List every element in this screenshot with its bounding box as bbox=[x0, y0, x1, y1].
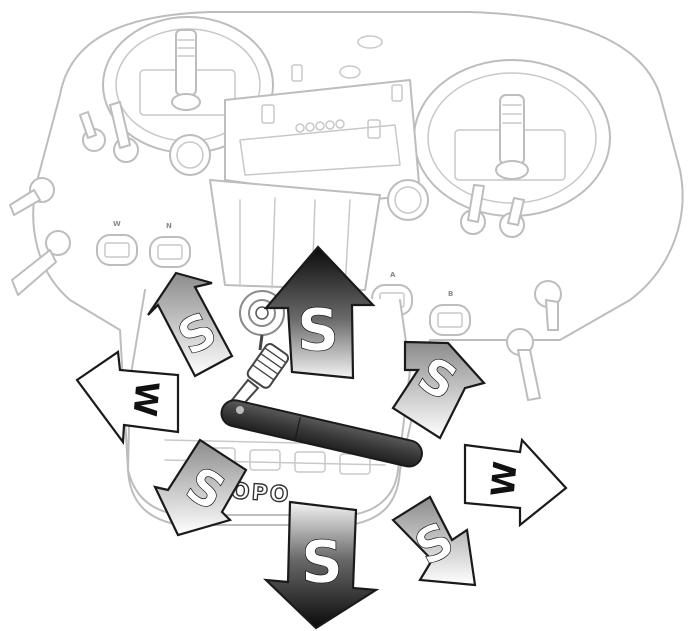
arrow-s-lower-right: S bbox=[391, 495, 477, 587]
arrow-s-up: S bbox=[263, 245, 376, 380]
arrow-w-left-letter: W bbox=[125, 380, 166, 418]
arrow-s-down-letter: S bbox=[301, 528, 343, 596]
antenna bbox=[220, 290, 423, 468]
switch-label-a: A bbox=[390, 271, 396, 279]
arrow-w-right-letter: W bbox=[484, 460, 525, 498]
arrow-s-down: S bbox=[262, 500, 380, 630]
switch-label-n: N bbox=[166, 222, 172, 230]
switch-label-w: W bbox=[113, 220, 121, 228]
switch-label-b: B bbox=[448, 290, 453, 298]
arrow-s-up-letter: S bbox=[297, 296, 339, 364]
arrow-w-right: W bbox=[463, 437, 568, 528]
arrow-s-upper-right: S bbox=[391, 340, 487, 440]
arrow-w-left: W bbox=[75, 350, 180, 446]
